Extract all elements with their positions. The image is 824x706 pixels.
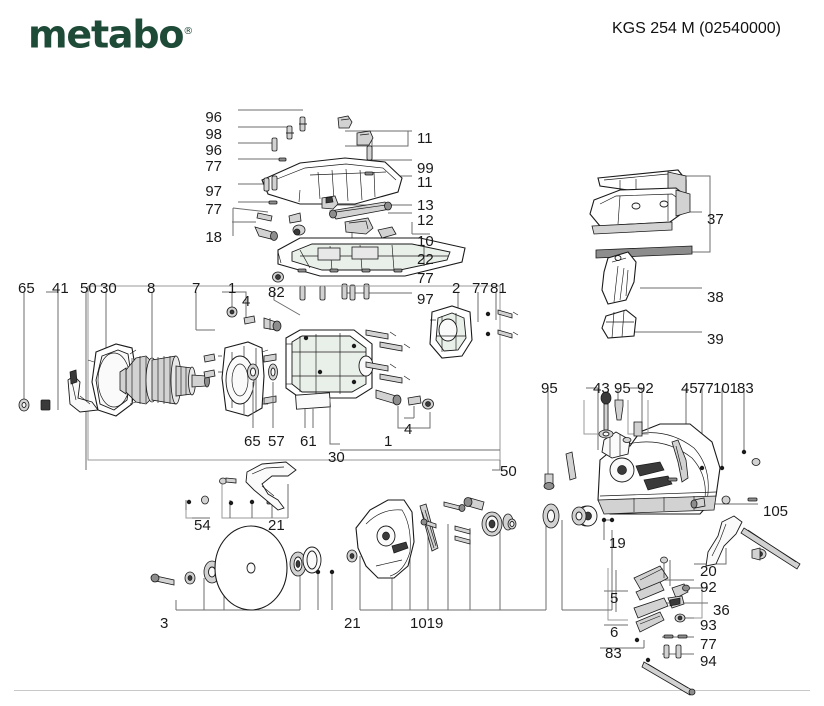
callout-82: 82 <box>268 284 285 301</box>
armature <box>119 355 210 405</box>
callout-13: 13 <box>417 197 434 214</box>
callout-50: 50 <box>500 463 517 480</box>
blade-group-parts <box>150 461 587 611</box>
callout-77: 77 <box>417 270 434 287</box>
callout-65: 65 <box>18 280 35 297</box>
callout-10: 10 <box>417 233 434 250</box>
callout-4: 4 <box>404 421 413 438</box>
callout-1: 1 <box>228 280 237 297</box>
callout-77: 77 <box>205 158 222 175</box>
metabo-logo: metabo® <box>28 12 193 57</box>
handle-lower-housing <box>277 237 466 277</box>
callout-6: 6 <box>610 624 619 641</box>
registered-mark: ® <box>183 26 193 37</box>
callout-93: 93 <box>700 617 717 634</box>
blade-guard-parts <box>543 391 801 570</box>
callout-101: 101 <box>410 615 436 632</box>
gear-housing-2 <box>429 305 519 359</box>
callout-92: 92 <box>637 380 654 397</box>
callout-57: 57 <box>268 433 285 450</box>
page-header: metabo® KGS 254 M (02540000) <box>0 0 824 62</box>
model-title: KGS 254 M (02540000) <box>612 20 781 37</box>
brand-text: metabo <box>28 12 184 57</box>
fence-hardware <box>600 556 708 696</box>
callout-1: 1 <box>384 433 393 450</box>
callout-96: 96 <box>205 109 222 126</box>
callout-77: 77 <box>472 280 489 297</box>
callout-95: 95 <box>614 380 631 397</box>
callout-39: 39 <box>707 331 724 348</box>
callout-95: 95 <box>541 380 558 397</box>
callout-92: 92 <box>700 579 717 596</box>
motor-section-bracket <box>87 285 501 471</box>
callout-83: 83 <box>605 645 622 662</box>
callout-5: 5 <box>610 590 619 607</box>
callout-50: 50 <box>80 280 97 297</box>
callout-20: 20 <box>700 563 717 580</box>
callout-101: 101 <box>713 380 739 397</box>
callout-11: 11 <box>417 130 433 147</box>
callout-45: 45 <box>681 380 698 397</box>
callout-37: 37 <box>707 211 724 228</box>
callout-18: 18 <box>205 229 222 246</box>
callout-77: 77 <box>697 380 714 397</box>
callout-21: 21 <box>268 517 285 534</box>
callout-9: 9 <box>435 615 444 632</box>
housing-screws <box>303 329 434 429</box>
callout-8: 8 <box>147 280 156 297</box>
callout-83: 83 <box>737 380 754 397</box>
callout-43: 43 <box>593 380 610 397</box>
callout-96: 96 <box>205 142 222 159</box>
leader-lines-motor-top <box>23 291 497 470</box>
callout-61: 61 <box>300 433 317 450</box>
callout-54: 54 <box>194 517 211 534</box>
callout-2: 2 <box>452 280 461 297</box>
callout-81: 81 <box>490 280 507 297</box>
callout-105: 105 <box>763 503 789 520</box>
callout-97: 97 <box>417 291 434 308</box>
callout-36: 36 <box>713 602 730 619</box>
callout-3: 3 <box>160 615 169 632</box>
callout-97: 97 <box>205 183 222 200</box>
callout-12: 12 <box>417 212 434 229</box>
callout-99: 99 <box>417 160 434 177</box>
footer-divider <box>14 690 810 691</box>
callout-22: 22 <box>417 251 434 268</box>
callout-19: 19 <box>609 535 626 552</box>
callout-7: 7 <box>192 280 201 297</box>
callout-30: 30 <box>100 280 117 297</box>
callout-38: 38 <box>707 289 724 306</box>
stator <box>221 341 277 417</box>
callout-77: 77 <box>205 201 222 218</box>
callout-41: 41 <box>52 280 69 297</box>
motor-parts <box>18 306 306 428</box>
callout-21: 21 <box>344 615 361 632</box>
callout-77: 77 <box>700 636 717 653</box>
callout-65: 65 <box>244 433 261 450</box>
callout-94: 94 <box>700 653 717 670</box>
callout-98: 98 <box>205 126 222 143</box>
handle-small-parts <box>254 115 403 301</box>
callout-11: 11 <box>417 174 433 191</box>
callout-4: 4 <box>242 293 251 310</box>
callout-30: 30 <box>328 449 345 466</box>
dust-extraction-group <box>589 169 711 339</box>
motor-housing <box>285 329 374 445</box>
